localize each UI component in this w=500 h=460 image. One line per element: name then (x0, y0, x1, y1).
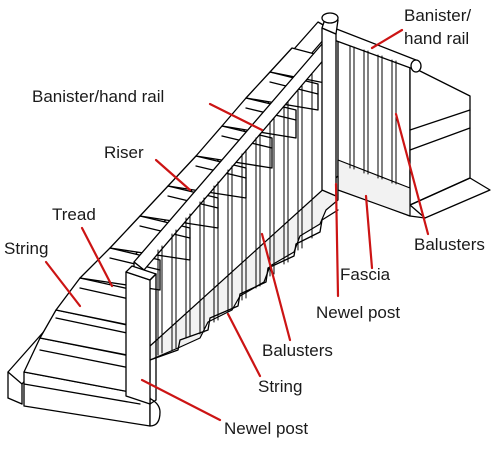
label-newel-post-bottom: Newel post (224, 419, 308, 438)
label-balusters-center: Balusters (262, 341, 333, 360)
top-newel-post (321, 12, 339, 197)
landing-balusters (349, 45, 397, 185)
bottom-newel-post (125, 265, 157, 405)
label-banister-top-line1: Banister/ (404, 6, 471, 25)
label-banister-top-line2: hand rail (404, 29, 469, 48)
label-newel-post-right: Newel post (316, 303, 400, 322)
main-balusters (157, 73, 313, 356)
label-banister-main: Banister/hand rail (32, 87, 164, 106)
leader-lines (44, 28, 430, 422)
label-balusters-right: Balusters (414, 235, 485, 254)
label-fascia: Fascia (340, 265, 391, 284)
label-tread: Tread (52, 205, 96, 224)
labels: Banister/ hand rail Banister/hand rail R… (4, 6, 485, 438)
label-riser: Riser (104, 143, 144, 162)
label-string-bottom: String (258, 377, 302, 396)
label-string-left: String (4, 239, 48, 258)
